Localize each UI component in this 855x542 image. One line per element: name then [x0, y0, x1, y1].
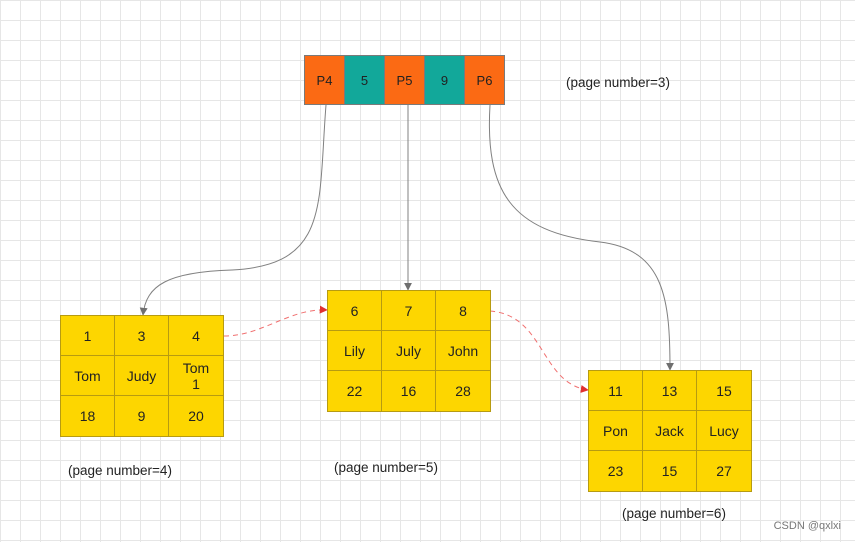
leaf-cell: 3 [115, 316, 169, 356]
pointer-arrow-p4 [139, 104, 327, 316]
leaf-cell: 9 [115, 396, 169, 436]
leaf-cell: 6 [328, 291, 382, 331]
root-page-label: (page number=3) [566, 75, 670, 90]
leaf-cell: 23 [589, 451, 643, 491]
leaf-page-5: 6 7 8 Lily July John 22 16 28 [327, 290, 491, 412]
leaf-cell: 20 [188, 408, 204, 424]
leaf-cell: July [382, 331, 436, 371]
sibling-link-4-to-5 [223, 305, 328, 337]
leaf-page-4: 1 3 4 Tom Judy Tom 1 18 9 20 [60, 315, 224, 437]
leaf-cell: 15 [643, 451, 697, 491]
leaf-cell: 13 [643, 371, 697, 411]
leaf-cell: Tom 1 [169, 356, 223, 396]
leaf-cell: Pon [589, 411, 643, 451]
leaf-cell: 28 [455, 383, 471, 399]
root-pointer-p5: P5 [384, 55, 425, 105]
watermark: CSDN @qxlxi [773, 520, 841, 532]
leaf-cell: Judy [115, 356, 169, 396]
leaf-cell: 8 [436, 291, 490, 331]
leaf-page-4-label: (page number=4) [68, 463, 172, 478]
leaf-cell: 27 [716, 463, 732, 479]
leaf-cell: Lily [328, 331, 382, 371]
root-key-5: 5 [344, 55, 385, 105]
leaf-cell: John [436, 331, 490, 371]
root-pointer-p4: P4 [304, 55, 345, 105]
leaf-cell: 4 [169, 316, 223, 356]
root-pointer-p6: P6 [464, 55, 505, 105]
leaf-cell: 15 [697, 371, 751, 411]
leaf-cell: Jack [643, 411, 697, 451]
leaf-cell: 16 [382, 371, 436, 411]
leaf-cell: Lucy [697, 411, 751, 451]
root-page-node: P4 5 P5 9 P6 [304, 55, 505, 105]
leaf-cell: Tom [61, 356, 115, 396]
sibling-link-5-to-6 [489, 310, 589, 393]
leaf-cell: 11 [589, 371, 643, 411]
leaf-cell: 7 [382, 291, 436, 331]
root-key-9: 9 [424, 55, 465, 105]
leaf-page-5-label: (page number=5) [334, 460, 438, 475]
pointer-arrow-p6 [488, 104, 674, 371]
leaf-cell: 1 [61, 316, 115, 356]
leaf-page-6-label: (page number=6) [622, 506, 726, 521]
leaf-cell: 22 [328, 371, 382, 411]
leaf-page-6: 11 13 15 Pon Jack Lucy 23 15 27 [588, 370, 752, 492]
leaf-cell: 18 [61, 396, 115, 436]
